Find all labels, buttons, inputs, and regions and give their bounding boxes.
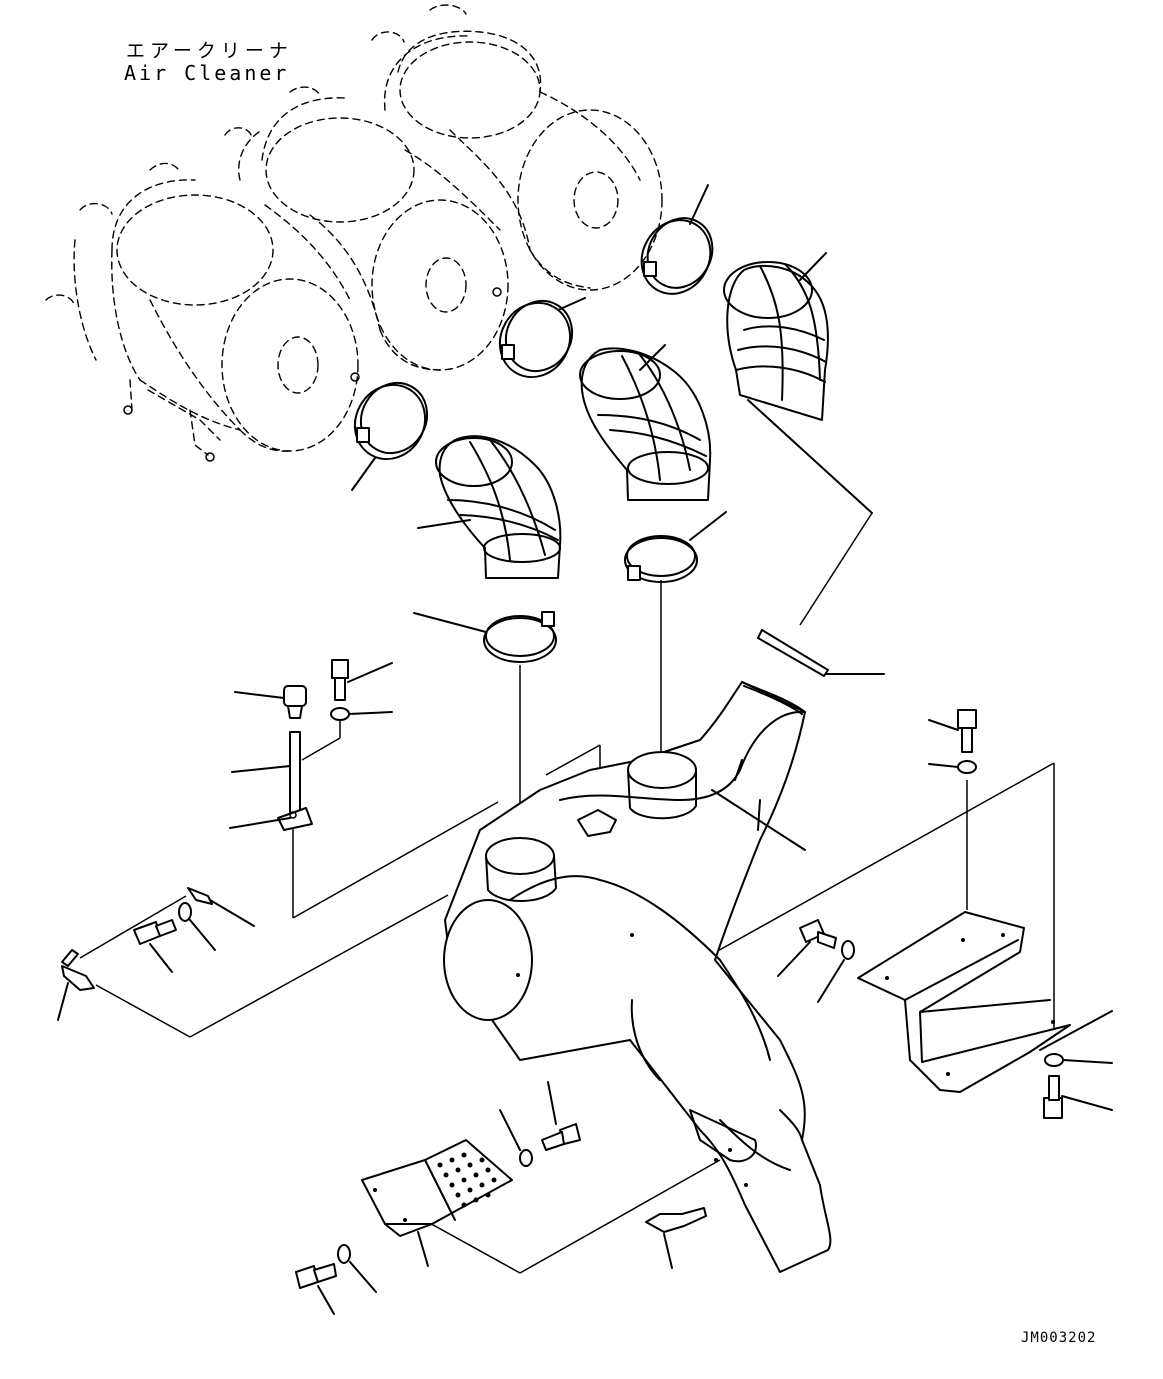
air-cleaner-assembly — [45, 4, 663, 462]
bolt-lower-left — [295, 1263, 337, 1315]
drain-fitting — [645, 1207, 707, 1269]
elbow-hose-2 — [579, 344, 712, 501]
bracket-lower — [361, 1139, 513, 1267]
indicator-pipe — [231, 731, 313, 831]
washer-right-low — [1044, 1053, 1113, 1067]
washer-right-mid — [817, 940, 855, 1003]
o-ring — [229, 811, 297, 829]
elbow-hose-1 — [723, 252, 873, 514]
bolt-right-mid — [777, 919, 837, 977]
washer-right-top — [928, 760, 977, 774]
title-japanese: エアークリーナ — [126, 40, 293, 62]
hose-clamp-5 — [413, 611, 557, 663]
perforation-holes — [437, 1152, 497, 1208]
washer-upper-left — [330, 707, 393, 721]
hose-clamp-2 — [498, 297, 586, 379]
air-cleaner-unit-middle — [224, 86, 509, 371]
title-english: Air Cleaner — [124, 61, 290, 85]
bolt-right-top — [928, 709, 977, 753]
washer-lower-center — [499, 1109, 533, 1167]
dust-indicator — [234, 685, 307, 719]
washer-lower-left — [337, 1244, 377, 1293]
hose-clamp-1 — [640, 184, 714, 295]
washer-left — [178, 902, 216, 951]
bolt-left — [133, 919, 177, 973]
elbow-hose-3 — [417, 435, 562, 579]
bolt-right-low — [1043, 1075, 1113, 1119]
bolt-upper-left — [331, 659, 393, 701]
drawing-id: JM003202 — [1021, 1330, 1097, 1346]
hose-clamp-4 — [624, 511, 727, 583]
air-cleaner-unit-front — [45, 162, 359, 456]
temperature-sensor — [57, 949, 95, 1021]
intake-duct — [443, 681, 832, 1273]
air-cleaner-mount-bolts — [123, 287, 502, 462]
tube-pin — [757, 629, 885, 677]
clip-left — [187, 887, 255, 927]
bracket-right — [857, 911, 1113, 1093]
bolt-lower-center — [541, 1081, 581, 1151]
hose-clamp-3 — [351, 381, 429, 491]
air-cleaner-unit-rear — [371, 4, 663, 291]
